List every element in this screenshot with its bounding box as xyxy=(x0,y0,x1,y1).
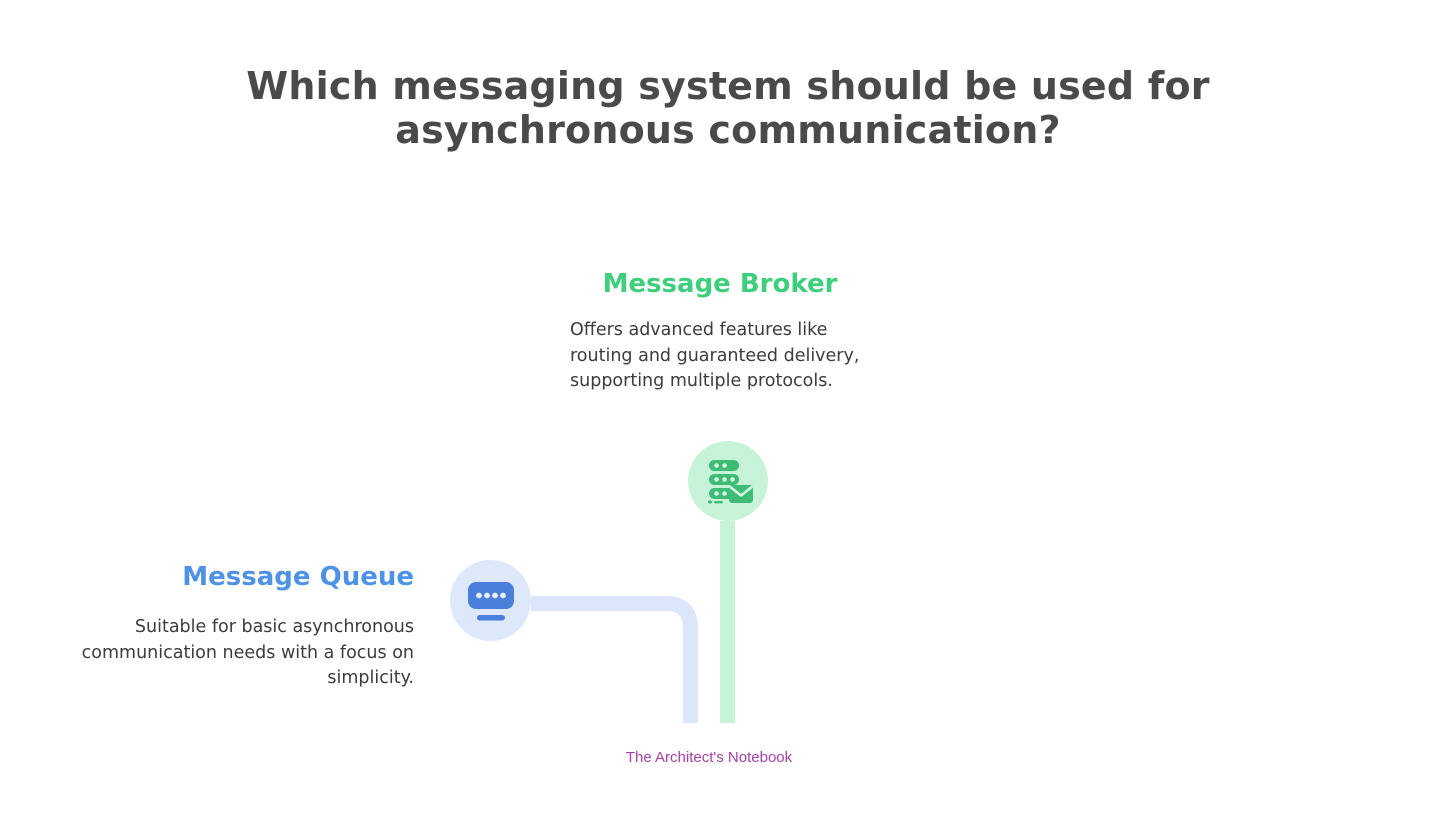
node-message-broker[interactable] xyxy=(688,441,768,521)
queue-dots-icon xyxy=(467,581,514,620)
footer-credit: The Architect's Notebook xyxy=(625,749,793,766)
node-heading-message-queue: Message Queue xyxy=(182,562,414,592)
node-message-queue[interactable] xyxy=(450,560,531,641)
page-title: Which messaging system should be used fo… xyxy=(246,64,1210,152)
node-body-message-broker: Offers advanced features like routing an… xyxy=(570,320,860,391)
connector-message-queue xyxy=(531,596,698,723)
node-body-message-queue: Suitable for basic asynchronous communic… xyxy=(81,617,414,688)
server-stack-envelope-icon xyxy=(708,460,753,504)
node-heading-message-broker: Message Broker xyxy=(602,269,838,299)
